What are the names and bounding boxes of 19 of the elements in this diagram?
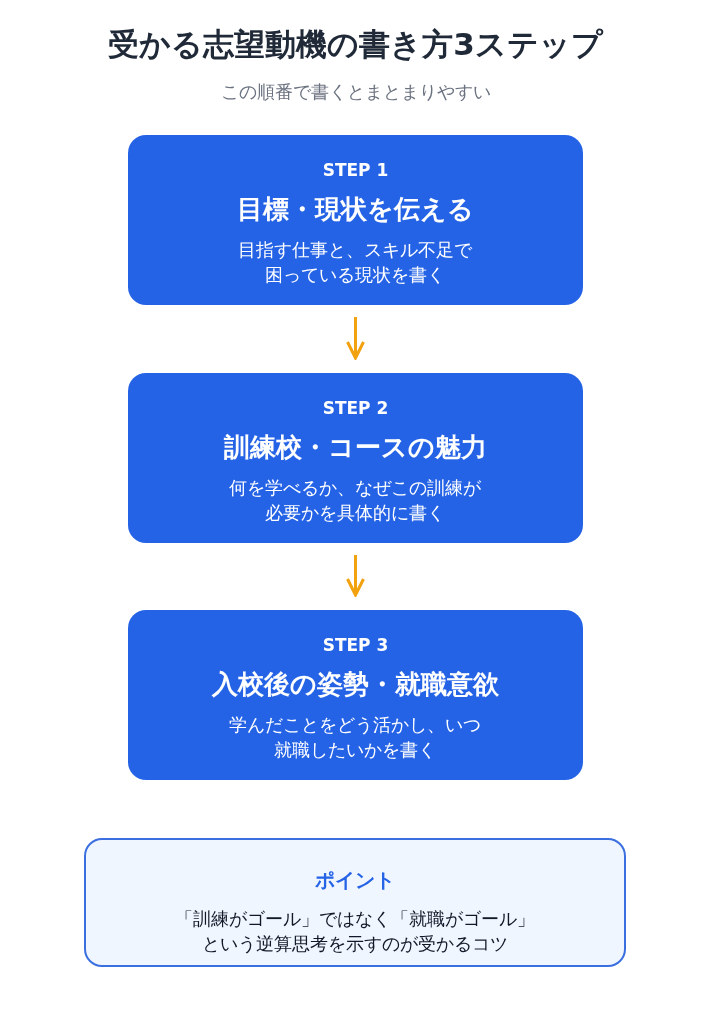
point-heading: ポイント	[315, 867, 395, 894]
step-number: STEP 3	[322, 634, 389, 657]
arrow	[346, 555, 365, 597]
point-text: 「訓練がゴール」ではなく「就職がゴール」という逆算思考を示すのが受かるコツ	[174, 907, 536, 957]
step-box	[128, 373, 583, 543]
step-number: STEP 2	[322, 397, 389, 420]
step-box	[128, 135, 583, 305]
step-box	[128, 610, 583, 780]
step-description: 学んだことをどう活かし、いつ就職したいかを書く	[228, 713, 483, 763]
subtitle: この順番で書くとまとまりやすい	[219, 80, 492, 104]
step-heading: 訓練校・コースの魅力	[224, 430, 487, 464]
point-box	[84, 838, 626, 967]
step-description: 目指す仕事と、スキル不足で困っている現状を書く	[237, 238, 474, 288]
arrow	[346, 317, 365, 360]
step-heading: 目標・現状を伝える	[237, 192, 474, 226]
step-number: STEP 1	[322, 159, 389, 182]
step-heading: 入校後の姿勢・就職意欲	[212, 667, 499, 701]
step-description: 何を学べるか、なぜこの訓練が必要かを具体的に書く	[228, 476, 483, 526]
title: 受かる志望動機の書き方3ステップ	[107, 25, 605, 64]
